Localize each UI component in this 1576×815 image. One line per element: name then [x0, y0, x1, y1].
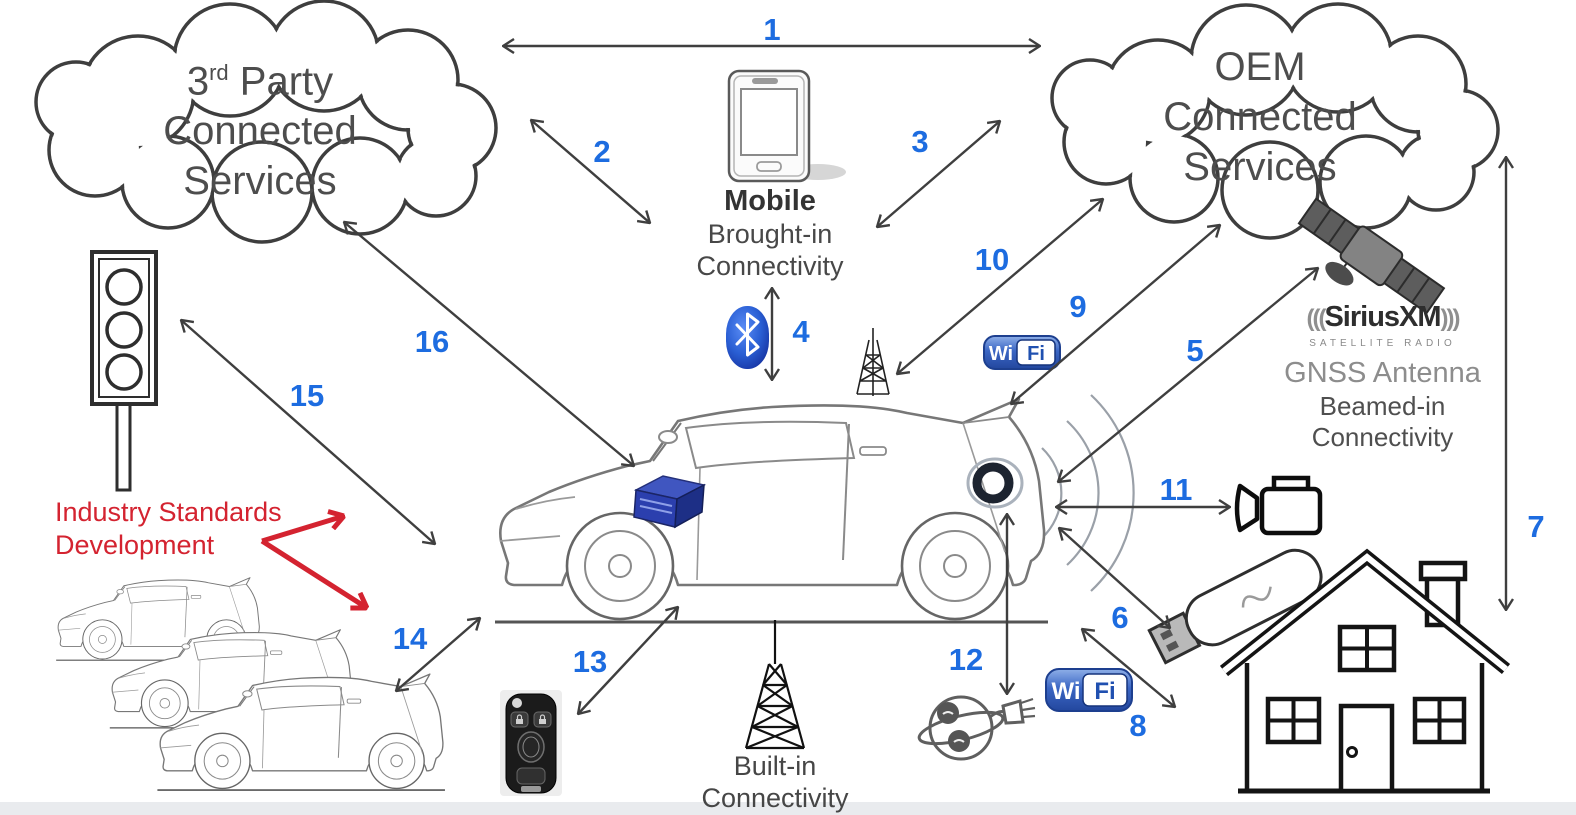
arrow-6: [1059, 528, 1170, 628]
house-icon: [1219, 548, 1511, 794]
third-party-line3: Services: [183, 159, 337, 204]
small-antenna-icon: [856, 328, 890, 396]
connection-number-2: 2: [593, 134, 611, 169]
svg-text:Fi: Fi: [1027, 343, 1045, 365]
fuel-port-icon: [972, 462, 1014, 504]
arrow-10: [897, 199, 1103, 374]
industry-line1: Industry Standards: [55, 497, 282, 527]
key-fob-icon: [500, 690, 562, 796]
red-arrow-up: [261, 516, 344, 544]
connection-number-5: 5: [1186, 333, 1204, 368]
oem-line1: OEM: [1214, 45, 1306, 89]
third-party-cloud: [34, 0, 498, 244]
builtin-sub2: Connectivity: [701, 783, 849, 813]
third-party-line1: 3rd Party: [186, 59, 334, 104]
arrow-2: [531, 120, 650, 223]
oem-cloud: [1050, 2, 1500, 240]
connection-number-9: 9: [1069, 289, 1087, 324]
radio-tower-icon: [744, 620, 806, 750]
svg-text:Wi: Wi: [1051, 678, 1080, 705]
video-camera-icon: [1234, 475, 1323, 536]
gnss-sub2: Connectivity: [1311, 422, 1454, 452]
connection-number-12: 12: [948, 642, 984, 677]
industry-line2: Development: [55, 530, 215, 560]
arrow-14: [396, 618, 480, 691]
connection-number-3: 3: [911, 124, 929, 159]
oem-cloud-label: OEM Connected Services: [1110, 42, 1410, 192]
industry-standards-label: Industry Standards Development: [55, 496, 335, 562]
mobile-label: Mobile Brought-in Connectivity: [665, 184, 875, 282]
connection-number-11: 11: [1159, 472, 1193, 507]
connection-number-8: 8: [1129, 708, 1147, 743]
siriusxm-tagline: SATELLITE RADIO: [1309, 338, 1456, 349]
builtin-label: Built-in Connectivity: [672, 750, 878, 814]
gnss-sub1: Beamed-in: [1319, 391, 1446, 421]
arrow-16: [344, 222, 634, 466]
siriusxm-logo: (((SiriusXM))): [1306, 301, 1460, 333]
third-party-cloud-label: 3rd Party Connected Services: [105, 48, 415, 206]
fuel-port-ring: [966, 457, 1024, 509]
wifi-icon-1: Wi Fi: [983, 335, 1061, 370]
arrow-3: [877, 121, 1000, 227]
satellite-icon: [1297, 197, 1446, 315]
connection-number-4: 4: [792, 314, 810, 349]
connection-number-10: 10: [974, 242, 1010, 277]
connection-number-13: 13: [572, 644, 608, 679]
charge-plug-icon: [917, 695, 1036, 761]
obd-device-icon: [633, 475, 707, 529]
svg-text:Fi: Fi: [1094, 678, 1115, 705]
mobile-sub2: Connectivity: [696, 251, 844, 281]
mobile-sub1: Brought-in: [707, 219, 833, 249]
connection-number-14: 14: [392, 621, 428, 656]
svg-text:Wi: Wi: [989, 343, 1013, 365]
arrow-8: [1082, 629, 1175, 707]
connection-number-7: 7: [1527, 509, 1545, 544]
mobile-title: Mobile: [724, 185, 816, 217]
builtin-sub1: Built-in: [733, 751, 817, 781]
oem-line3: Services: [1183, 145, 1337, 189]
traffic-light-icon: [90, 250, 158, 492]
gnss-label-block: (((SiriusXM))) SATELLITE RADIO GNSS Ante…: [1265, 302, 1500, 453]
connection-arrows: [181, 46, 1506, 714]
arrow-15: [181, 320, 435, 544]
vehicle-fleet-icon: [55, 577, 446, 791]
wifi-icon-2: Wi Fi: [1045, 668, 1133, 712]
connection-number-1: 1: [763, 12, 781, 47]
industry-standards-arrows: [260, 516, 367, 608]
oem-line2: Connected: [1163, 95, 1357, 139]
third-party-line2: Connected: [163, 109, 357, 154]
gnss-title: GNSS Antenna: [1284, 357, 1481, 389]
red-arrow-down: [260, 538, 367, 608]
bottom-strip: [0, 802, 1576, 815]
mobile-phone-icon: [727, 69, 846, 183]
car-icon: [493, 397, 1050, 624]
connection-number-16: 16: [414, 324, 450, 359]
arrow-13: [578, 607, 678, 714]
bluetooth-icon: [726, 306, 769, 369]
connection-number-15: 15: [289, 378, 325, 413]
connection-number-6: 6: [1111, 600, 1129, 635]
signal-waves-icon: [1041, 394, 1135, 592]
